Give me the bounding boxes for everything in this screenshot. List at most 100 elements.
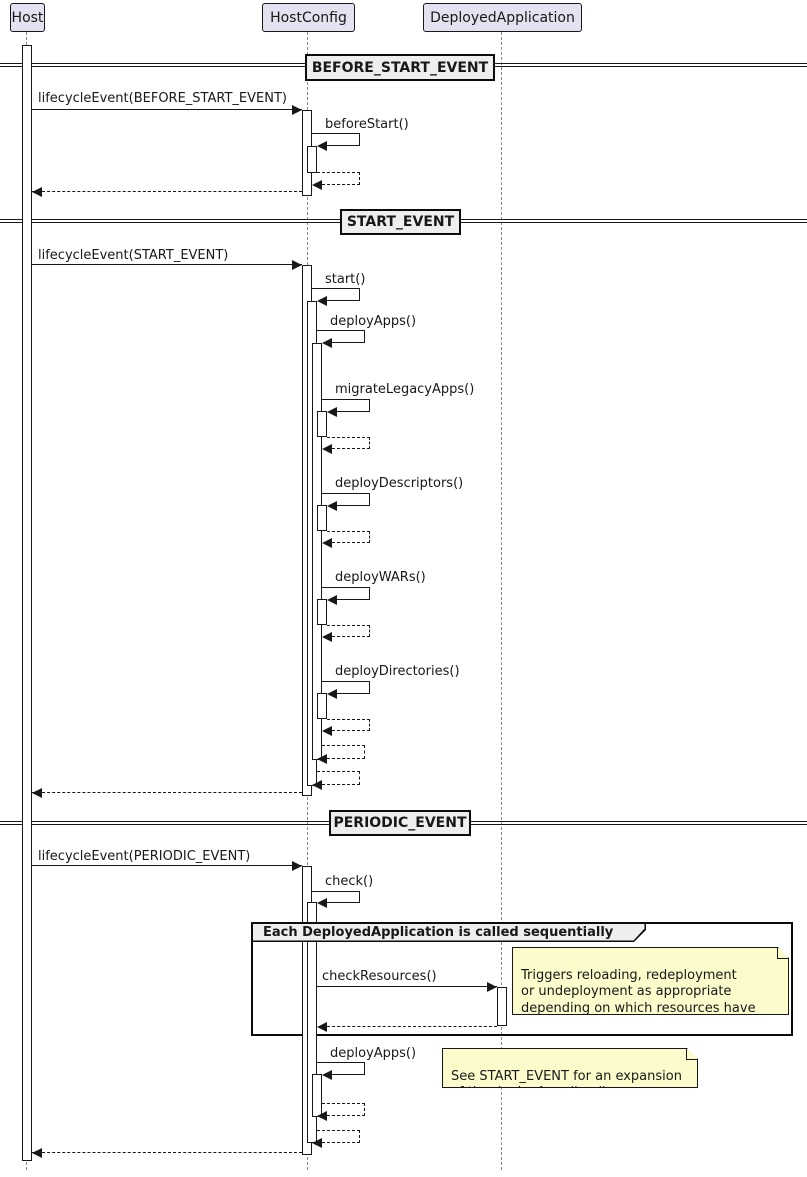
divider-start-event: START_EVENT (340, 209, 461, 235)
self-return-line (322, 745, 365, 746)
self-return-line (327, 758, 365, 759)
self-return-line (359, 172, 360, 185)
note-fold-icon (686, 1049, 697, 1060)
self-return-line (327, 437, 370, 438)
self-return-line (332, 542, 370, 543)
arrowhead-left (327, 407, 337, 417)
self-return-line (322, 184, 360, 185)
self-return-line (332, 448, 370, 449)
arrowhead-left (327, 501, 337, 511)
activation-deploywars (317, 599, 327, 625)
arrowhead-right (292, 861, 302, 871)
self-call-line (327, 145, 360, 146)
message-line (317, 986, 497, 987)
self-call-line (322, 681, 370, 682)
arrowhead-left (322, 726, 332, 736)
self-return-line (369, 625, 370, 637)
arrowhead-left (322, 1070, 332, 1080)
participant-host: Host (10, 3, 45, 32)
message-line (32, 109, 302, 110)
self-call-line (364, 330, 365, 343)
divider-label: BEFORE_START_EVENT (311, 59, 489, 76)
arrowhead-left (327, 595, 337, 605)
message-label-beforestart: beforeStart() (325, 117, 409, 132)
arrowhead-left (312, 1138, 322, 1148)
participant-hostconfig: HostConfig (262, 3, 355, 32)
self-call-line (359, 288, 360, 301)
self-call-line (337, 599, 370, 600)
divider-periodic-event: PERIODIC_EVENT (329, 810, 471, 836)
note-text: See START_EVENT for an expansion of the … (451, 1068, 682, 1100)
self-return-line (369, 719, 370, 731)
activation-checkresources (497, 987, 507, 1026)
self-call-line (332, 1074, 365, 1075)
message-line (32, 865, 302, 866)
divider-label: PERIODIC_EVENT (333, 815, 467, 831)
message-label-lifecycle-periodic: lifecycleEvent(PERIODIC_EVENT) (38, 849, 251, 864)
self-call-line (337, 693, 370, 694)
group-frame-tab (251, 922, 646, 942)
group-frame-title: Each DeployedApplication is called seque… (263, 925, 614, 940)
self-return-line (364, 1103, 365, 1116)
self-call-line (317, 1062, 365, 1063)
activation-beforestart (307, 146, 317, 173)
self-call-line (317, 330, 365, 331)
arrowhead-left (317, 1111, 327, 1121)
self-return-line (322, 1103, 365, 1104)
arrowhead-left (317, 754, 327, 764)
self-call-line (359, 133, 360, 146)
message-label-lifecycle-before-start: lifecycleEvent(BEFORE_START_EVENT) (38, 91, 287, 106)
self-return-line (332, 636, 370, 637)
arrowhead-left (32, 788, 42, 798)
divider-label: START_EVENT (346, 214, 455, 230)
self-call-line (369, 399, 370, 412)
self-return-line (327, 719, 370, 720)
self-return-line (327, 531, 370, 532)
return-line-to-host (32, 191, 302, 192)
message-label-start: start() (325, 272, 366, 287)
self-call-line (359, 891, 360, 903)
note-fold-icon (777, 948, 788, 959)
arrowhead-left (312, 780, 322, 790)
arrowhead-left (32, 1148, 42, 1158)
arrowhead-left (317, 296, 327, 306)
return-line-to-host (32, 1152, 302, 1153)
lifeline-deployedapplication (501, 32, 502, 1170)
message-label-deployapps-periodic: deployApps() (330, 1046, 417, 1061)
message-label-deploydirectories: deployDirectories() (335, 664, 460, 679)
message-line (32, 264, 302, 265)
arrowhead-right (292, 105, 302, 115)
self-call-line (369, 587, 370, 600)
self-call-line (322, 493, 370, 494)
self-return-line (359, 771, 360, 785)
arrowhead-left (312, 180, 322, 190)
arrowhead-left (322, 538, 332, 548)
self-return-line (322, 1142, 360, 1143)
participant-label: Host (11, 9, 44, 26)
self-call-line (327, 902, 360, 903)
self-call-line (369, 493, 370, 506)
self-call-line (364, 1062, 365, 1075)
arrowhead-left (32, 187, 42, 197)
arrowhead-left (322, 444, 332, 454)
self-call-line (312, 891, 360, 892)
group-frame-tab-fill (253, 924, 645, 941)
self-return-line (327, 1115, 365, 1116)
activation-deploydirectories (317, 693, 327, 719)
arrowhead-left (322, 632, 332, 642)
message-label-migratelegacyapps: migrateLegacyApps() (335, 382, 475, 397)
participant-label: HostConfig (270, 9, 347, 26)
note-checkresources: Triggers reloading, redeployment or unde… (512, 947, 789, 1015)
self-return-line (369, 437, 370, 449)
self-call-line (332, 342, 365, 343)
arrowhead-left (322, 338, 332, 348)
self-call-line (369, 681, 370, 694)
arrowhead-right (487, 982, 497, 992)
self-return-line (359, 1130, 360, 1143)
self-return-line (332, 730, 370, 731)
arrowhead-right (292, 260, 302, 270)
note-deployapps: See START_EVENT for an expansion of the … (442, 1048, 698, 1088)
participant-label: DeployedApplication (430, 9, 575, 26)
self-return-line (327, 625, 370, 626)
